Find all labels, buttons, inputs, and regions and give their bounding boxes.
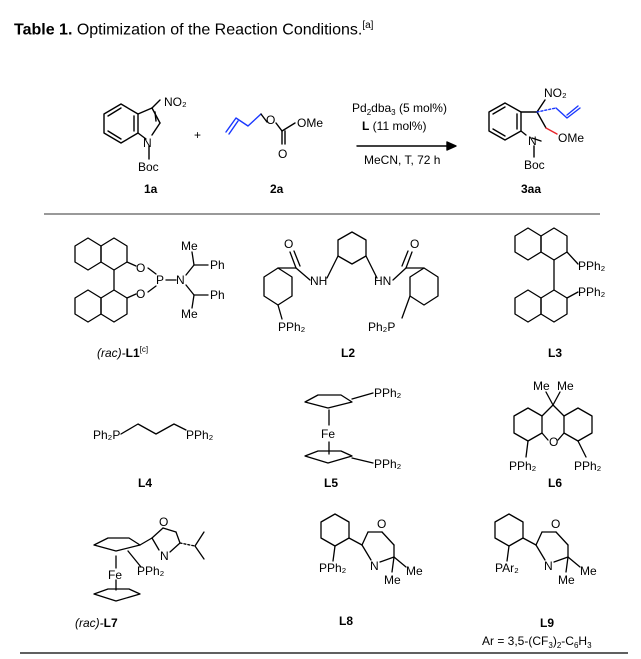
L2-ph2p: Ph₂P — [368, 320, 395, 334]
L5-pph2-upper: PPh₂ — [374, 386, 402, 400]
structure-L9 — [494, 513, 581, 573]
L6-label: L6 — [548, 476, 562, 490]
o-label-2a-ester: O — [266, 113, 275, 127]
L9-o: O — [551, 517, 560, 531]
L7-fe: Fe — [108, 568, 122, 582]
L3-label: L3 — [548, 346, 562, 360]
conditions-label: MeCN, T, 72 h — [364, 153, 440, 167]
L1-n: N — [176, 273, 185, 287]
n-label-3aa: N — [528, 134, 537, 148]
L7-o: O — [159, 515, 168, 529]
L9-me-lower: Me — [558, 573, 575, 587]
L2-o-right: O — [410, 237, 419, 251]
structure-L8 — [320, 513, 407, 573]
L8-me-right: Me — [406, 564, 423, 578]
L4-pph2: PPh₂ — [186, 428, 214, 442]
structure-L3 — [514, 227, 579, 323]
table-title: Optimization of the Reaction Conditions. — [72, 21, 363, 39]
L9-me-right: Me — [580, 564, 597, 578]
L1-p: P — [156, 273, 164, 287]
compound-label-2a: 2a — [270, 182, 284, 196]
plus-sign: + — [194, 128, 201, 142]
L1-label: (rac)-L1[c] — [97, 345, 148, 360]
o-label-2a-carbonyl: O — [278, 147, 287, 161]
L1-me-upper: Me — [181, 239, 198, 253]
L6-pph2-left: PPh₂ — [509, 459, 537, 473]
L5-pph2-lower: PPh₂ — [374, 457, 402, 471]
structure-3aa — [488, 99, 581, 158]
ligand-loading-label: L (11 mol%) — [362, 119, 426, 133]
structure-L5 — [304, 392, 374, 464]
L9-label: L9 — [540, 616, 554, 630]
L2-pph2: PPh₂ — [278, 320, 306, 334]
no2-label-3aa: NO₂ — [544, 86, 567, 100]
L4-label: L4 — [138, 476, 152, 490]
ome-label-3aa: OMe — [558, 131, 584, 145]
compound-label-3aa: 3aa — [521, 182, 541, 196]
table-footnote-marker: [a] — [362, 20, 374, 31]
boc-label-1a: Boc — [138, 160, 159, 174]
L3-pph2-lower: PPh₂ — [578, 285, 606, 299]
L1-o-lower: O — [136, 287, 145, 301]
L1-o-upper: O — [136, 261, 145, 275]
L9-ar-definition: Ar = 3,5-(CF3)2-C6H3 — [482, 634, 592, 650]
arrowhead — [446, 141, 457, 151]
table-label: Table 1. — [14, 21, 73, 39]
structure-L7 — [93, 527, 205, 602]
structure-2a — [225, 113, 296, 145]
L2-label: L2 — [341, 346, 355, 360]
L6-o: O — [549, 435, 558, 449]
L8-o: O — [377, 517, 386, 531]
n-label-1a: N — [143, 136, 152, 150]
structure-L4 — [120, 423, 187, 435]
boc-label-3aa: Boc — [524, 158, 545, 172]
L5-label: L5 — [324, 476, 338, 490]
L4-ph2p: Ph₂P — [93, 428, 120, 442]
L2-hn-right: HN — [374, 274, 391, 288]
L3-pph2-upper: PPh₂ — [578, 259, 606, 273]
structure-L6 — [513, 391, 593, 458]
L2-o-left: O — [284, 237, 293, 251]
L8-pph2: PPh₂ — [319, 561, 347, 575]
L5-fe: Fe — [321, 427, 335, 441]
L6-me-left: Me — [533, 379, 550, 393]
compound-label-1a: 1a — [144, 182, 158, 196]
L7-label: (rac)-L7 — [75, 616, 118, 630]
L9-n: N — [544, 559, 553, 573]
L7-n: N — [160, 549, 169, 563]
L9-par2: PAr₂ — [495, 561, 519, 575]
L8-n: N — [370, 559, 379, 573]
no2-label-1a: NO₂ — [164, 95, 187, 109]
L2-nh-left: NH — [310, 274, 327, 288]
L6-me-right: Me — [557, 379, 574, 393]
L6-pph2-right: PPh₂ — [574, 459, 602, 473]
structure-L2 — [263, 231, 439, 320]
L1-ph-upper: Ph — [210, 258, 225, 272]
structure-L1 — [74, 237, 209, 323]
table-caption: Table 1. Optimization of the Reaction Co… — [14, 20, 373, 39]
L8-me-lower: Me — [384, 573, 401, 587]
ome-label-2a: OMe — [297, 116, 323, 130]
catalyst-label: Pd2dba3 (5 mol%) — [352, 101, 447, 117]
L7-pph2: PPh₂ — [137, 564, 165, 578]
L1-me-lower: Me — [181, 307, 198, 321]
L1-ph-lower: Ph — [210, 288, 225, 302]
structure-1a — [103, 99, 161, 160]
L8-label: L8 — [339, 614, 353, 628]
